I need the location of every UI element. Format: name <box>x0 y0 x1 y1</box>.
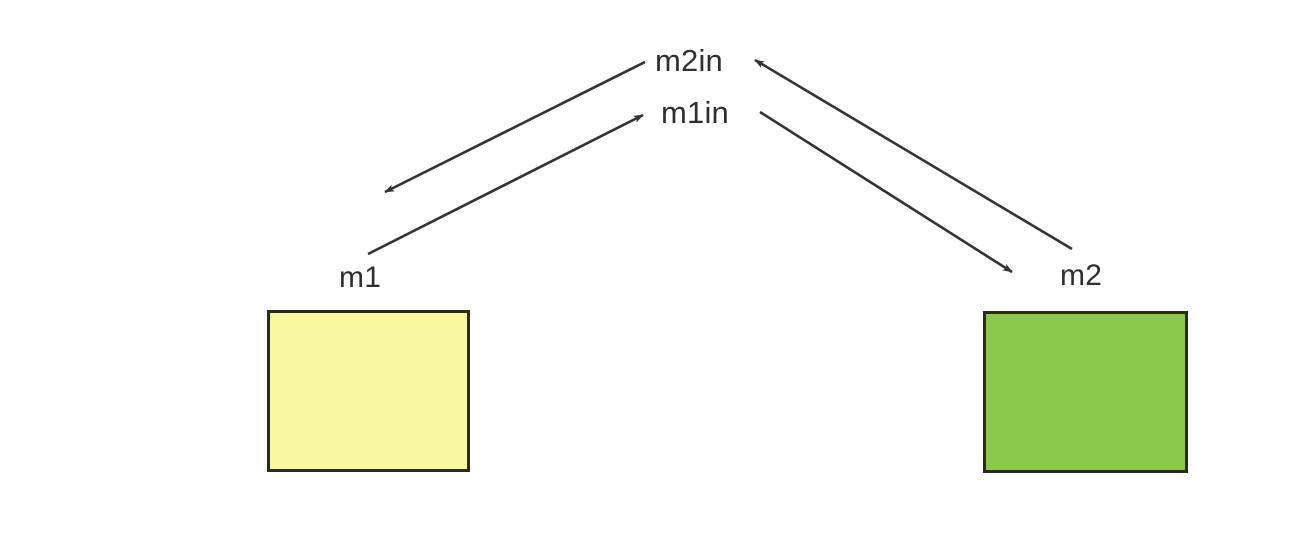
node-box-m2[interactable] <box>983 311 1188 473</box>
arrow-m1-to-m1in <box>367 113 644 256</box>
message-label-m2in: m2in <box>655 43 723 78</box>
arrow-m1in-to-m2 <box>759 110 1013 274</box>
node-label-m1: m1 <box>339 261 382 294</box>
node-label-m2: m2 <box>1060 259 1103 292</box>
message-label-m1in: m1in <box>661 95 729 130</box>
arrow-m2-to-m2in <box>754 58 1073 251</box>
node-box-m1[interactable] <box>267 310 470 472</box>
arrow-m2in-to-m1 <box>384 60 646 194</box>
